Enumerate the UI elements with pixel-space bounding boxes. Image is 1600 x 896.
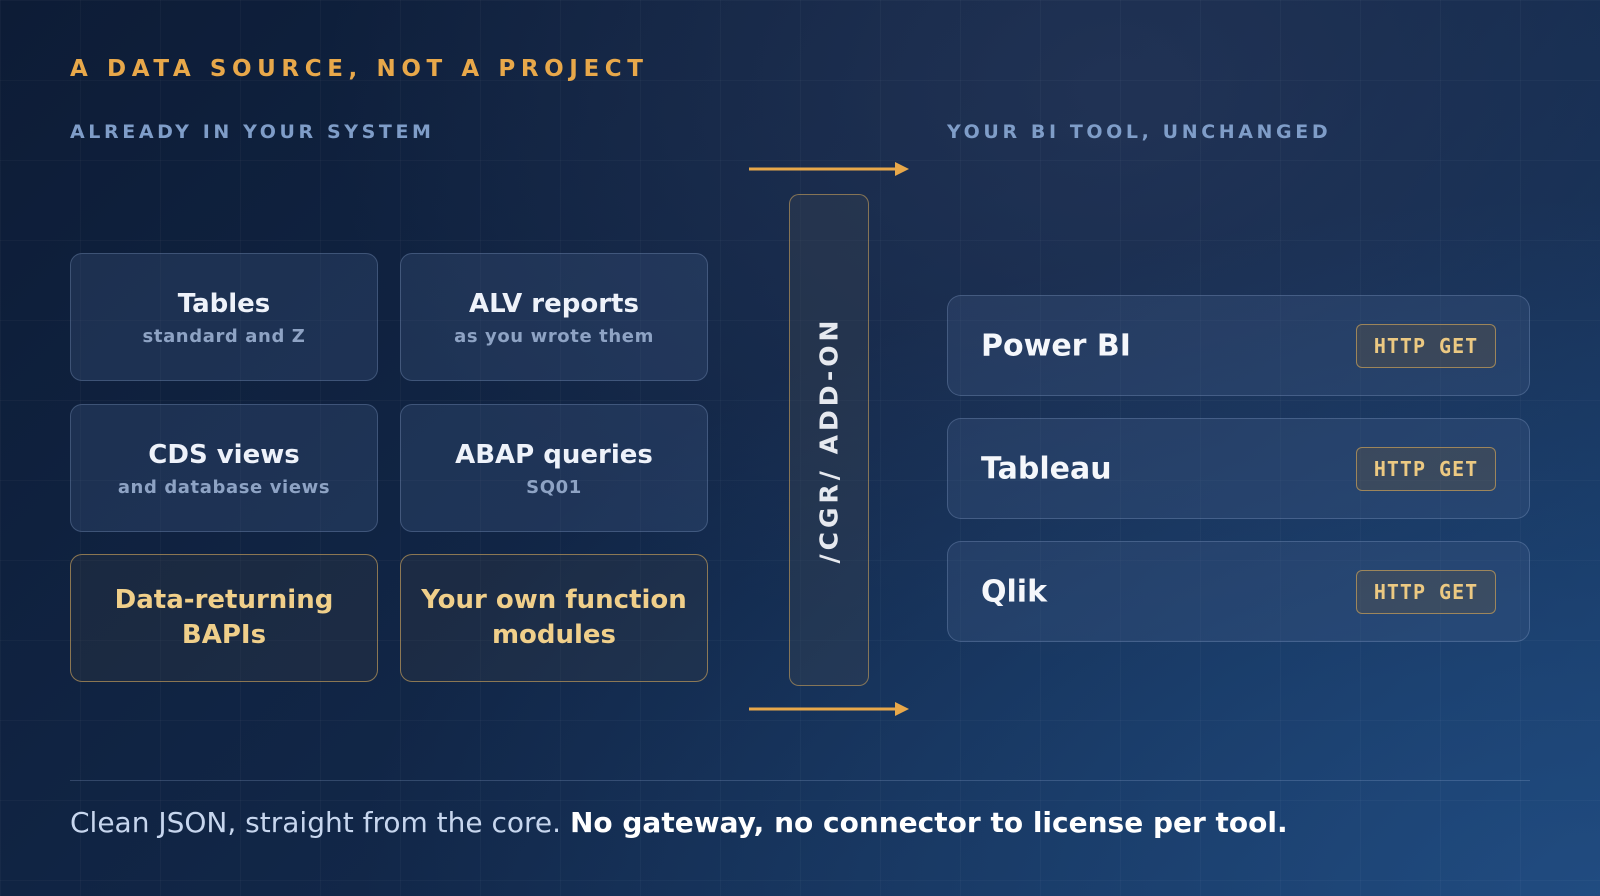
tool-name: Tableau [981, 451, 1112, 486]
footer-bold: No gateway, no connector to license per … [569, 806, 1288, 839]
right-column-title: YOUR BI TOOL, UNCHANGED [947, 121, 1332, 143]
source-card-subtitle: as you wrote them [454, 325, 654, 347]
source-card-title: ALV reports [469, 288, 639, 319]
addon-label: /CGR/ ADD-ON [814, 316, 844, 564]
footer-plain: Clean JSON, straight from the core. [70, 806, 562, 839]
arrow-right-icon [749, 162, 909, 176]
source-card-tables: Tables standard and Z [70, 253, 378, 381]
source-card-title-line1: Your own function [421, 585, 687, 615]
source-card-cds-views: CDS views and database views [70, 404, 378, 532]
source-card-title: Tables [177, 288, 271, 319]
source-card-bapis: Data-returning BAPIs [70, 554, 378, 682]
source-card-title-line2: modules [491, 620, 617, 650]
left-column-title: ALREADY IN YOUR SYSTEM [70, 121, 435, 143]
source-card-subtitle: standard and Z [142, 325, 306, 347]
source-card-title-line1: Data-returning [114, 585, 334, 615]
footer-text: Clean JSON, straight from the core. No g… [70, 806, 1288, 839]
tool-card-tableau: Tableau HTTP GET [947, 418, 1530, 519]
source-card-subtitle: and database views [117, 476, 331, 498]
source-card-title: ABAP queries [455, 439, 653, 470]
tool-card-power-bi: Power BI HTTP GET [947, 295, 1530, 396]
http-get-badge: HTTP GET [1356, 446, 1496, 491]
source-card-abap-queries: ABAP queries SQ01 [400, 404, 708, 532]
tool-card-qlik: Qlik HTTP GET [947, 541, 1530, 642]
arrow-right-icon [749, 702, 909, 716]
kicker-heading: A DATA SOURCE, NOT A PROJECT [70, 56, 649, 82]
source-card-title-line2: BAPIs [181, 620, 267, 650]
tool-name: Power BI [981, 328, 1131, 363]
source-card-alv-reports: ALV reports as you wrote them [400, 253, 708, 381]
source-card-subtitle: SQ01 [526, 476, 582, 498]
addon-connector: /CGR/ ADD-ON [789, 194, 869, 686]
source-card-title: CDS views [148, 439, 300, 470]
tool-name: Qlik [981, 574, 1048, 609]
footer-divider [70, 780, 1530, 781]
http-get-badge: HTTP GET [1356, 569, 1496, 614]
http-get-badge: HTTP GET [1356, 323, 1496, 368]
source-card-function-modules: Your own function modules [400, 554, 708, 682]
